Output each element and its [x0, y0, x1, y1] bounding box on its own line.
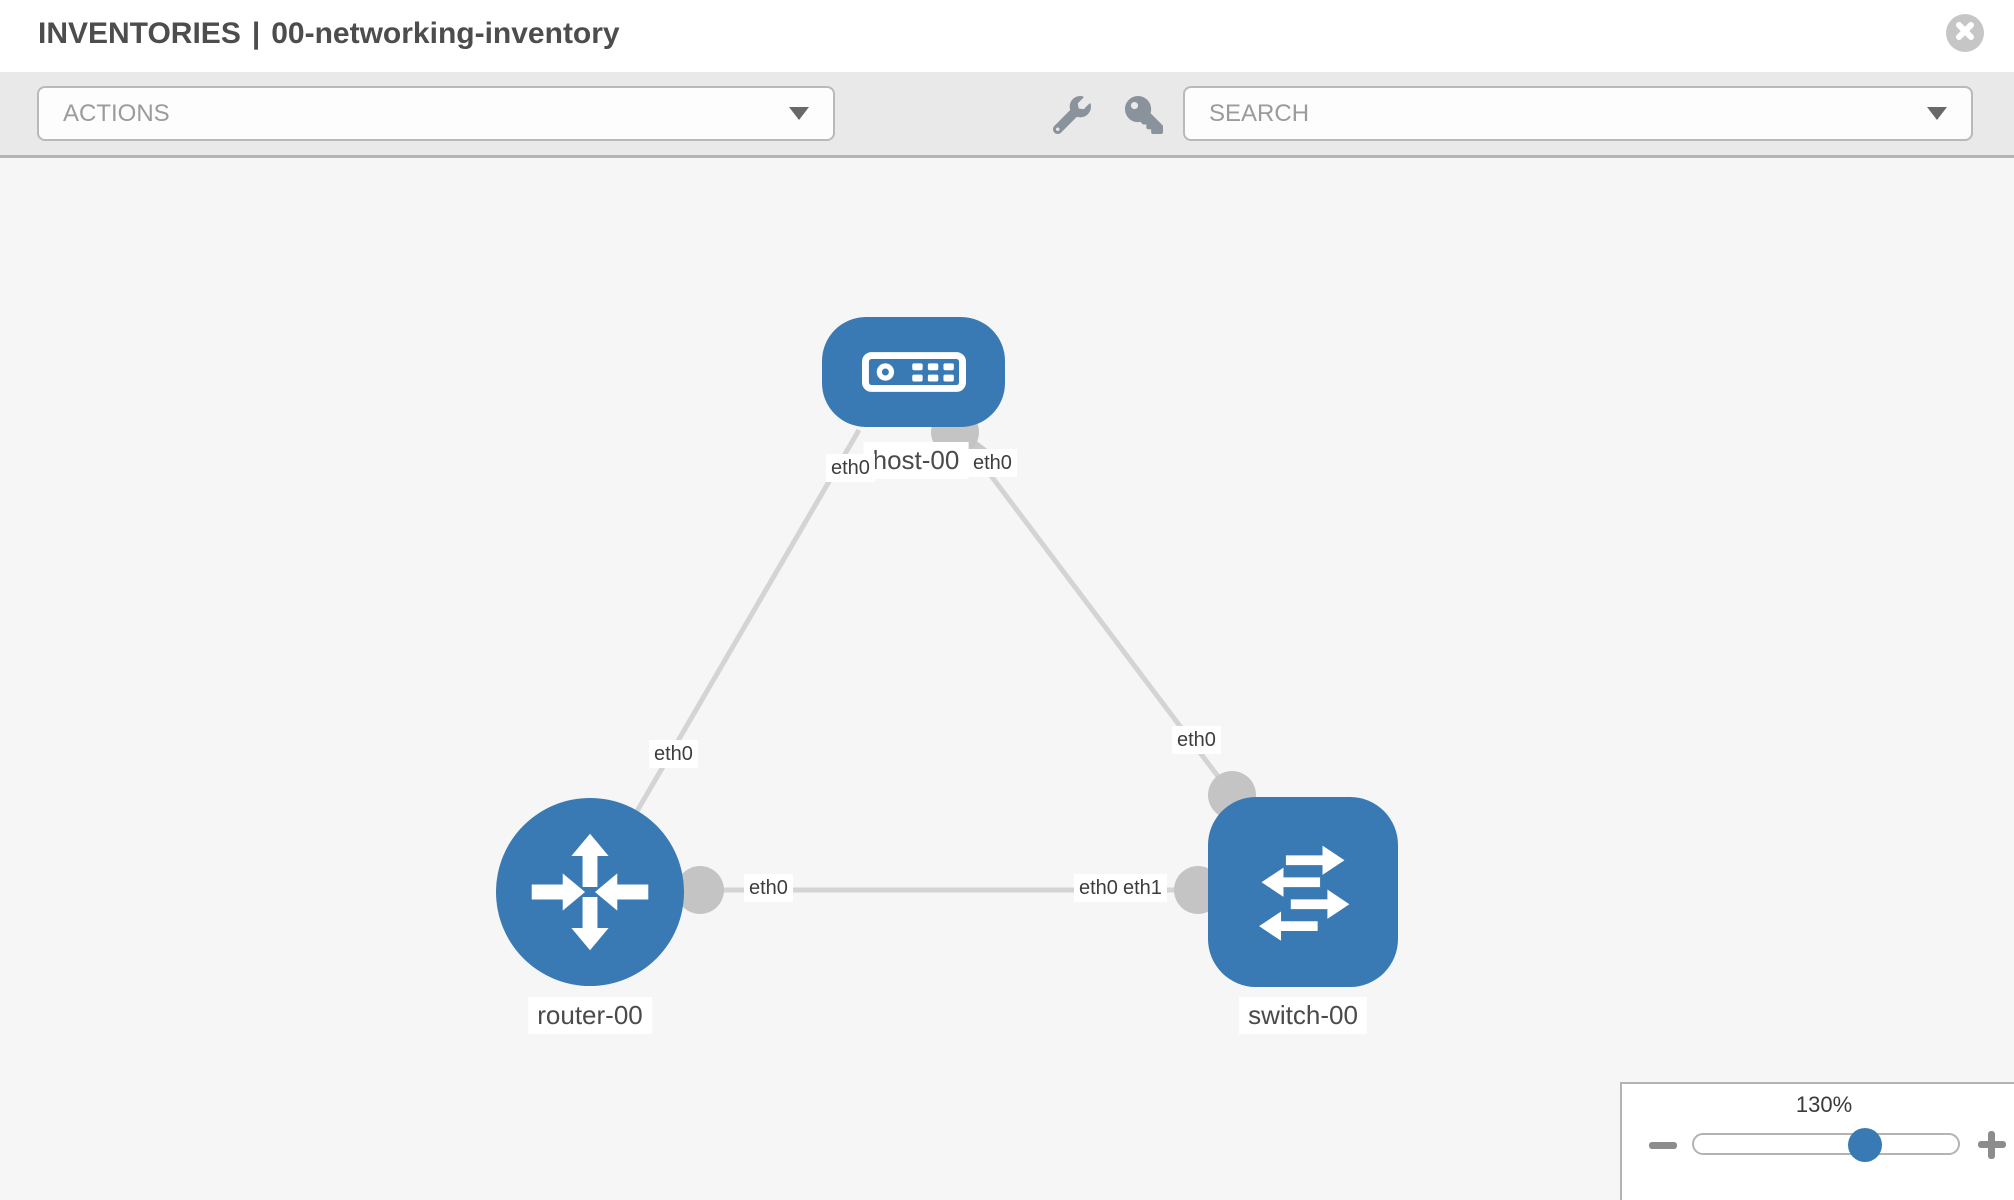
zoom-slider-thumb[interactable] [1848, 1128, 1882, 1162]
actions-dropdown[interactable]: ACTIONS [37, 86, 835, 141]
key-button[interactable] [1125, 96, 1163, 134]
header: INVENTORIES | 00-networking-inventory [0, 0, 2014, 72]
search-dropdown-label: SEARCH [1209, 99, 1310, 127]
switch-arrows-icon [1242, 831, 1364, 953]
topology-links-layer [587, 428, 1234, 894]
close-button[interactable] [1946, 14, 1984, 52]
host-server-icon [861, 352, 966, 392]
router-arrows-icon [528, 830, 652, 954]
actions-dropdown-label: ACTIONS [63, 99, 170, 127]
wrench-button[interactable] [1052, 96, 1091, 135]
close-icon [1955, 21, 1975, 46]
zoom-control-panel: 130% [1620, 1082, 2014, 1200]
zoom-slider-track[interactable] [1692, 1133, 1960, 1155]
interface-label-host-router-host-end: eth0 [826, 454, 875, 482]
wrench-icon [1052, 96, 1091, 135]
interface-label-router-switch-switch-end: eth1 [1118, 874, 1167, 902]
interface-label-host-router-router-end: eth0 [649, 740, 698, 768]
topology-canvas[interactable]: host-00 router-00 switch-00 eth0 eth0 et… [0, 158, 2014, 1200]
toolbar: ACTIONS SEARCH [0, 72, 2014, 158]
interface-label-router-switch-router-end: eth0 [744, 874, 793, 902]
zoom-level-value: 130% [1795, 1092, 1853, 1117]
node-label-switch: switch-00 [1239, 997, 1367, 1034]
zoom-in-button[interactable] [1978, 1131, 2006, 1159]
interface-label-host-switch-host-end: eth0 [968, 449, 1017, 477]
node-host-00[interactable] [822, 317, 1005, 427]
interface-connector-router-right[interactable] [676, 866, 724, 914]
interface-label-router-switch-overlapped: eth0 [1074, 874, 1123, 902]
node-router-00[interactable] [496, 798, 684, 986]
breadcrumb-separator: | [251, 17, 261, 50]
caret-down-icon [789, 107, 809, 120]
search-dropdown[interactable]: SEARCH [1183, 86, 1973, 141]
caret-down-icon [1927, 107, 1947, 120]
node-label-host: host-00 [863, 442, 969, 479]
breadcrumb-section: INVENTORIES [38, 17, 241, 50]
inventory-name: 00-networking-inventory [271, 17, 620, 50]
node-switch-00[interactable] [1208, 797, 1398, 987]
node-label-router: router-00 [528, 997, 652, 1034]
interface-label-host-switch-switch-end: eth0 [1172, 726, 1221, 754]
key-icon [1125, 96, 1163, 134]
zoom-out-button[interactable] [1649, 1142, 1677, 1149]
page-title: INVENTORIES | 00-networking-inventory [38, 17, 620, 51]
